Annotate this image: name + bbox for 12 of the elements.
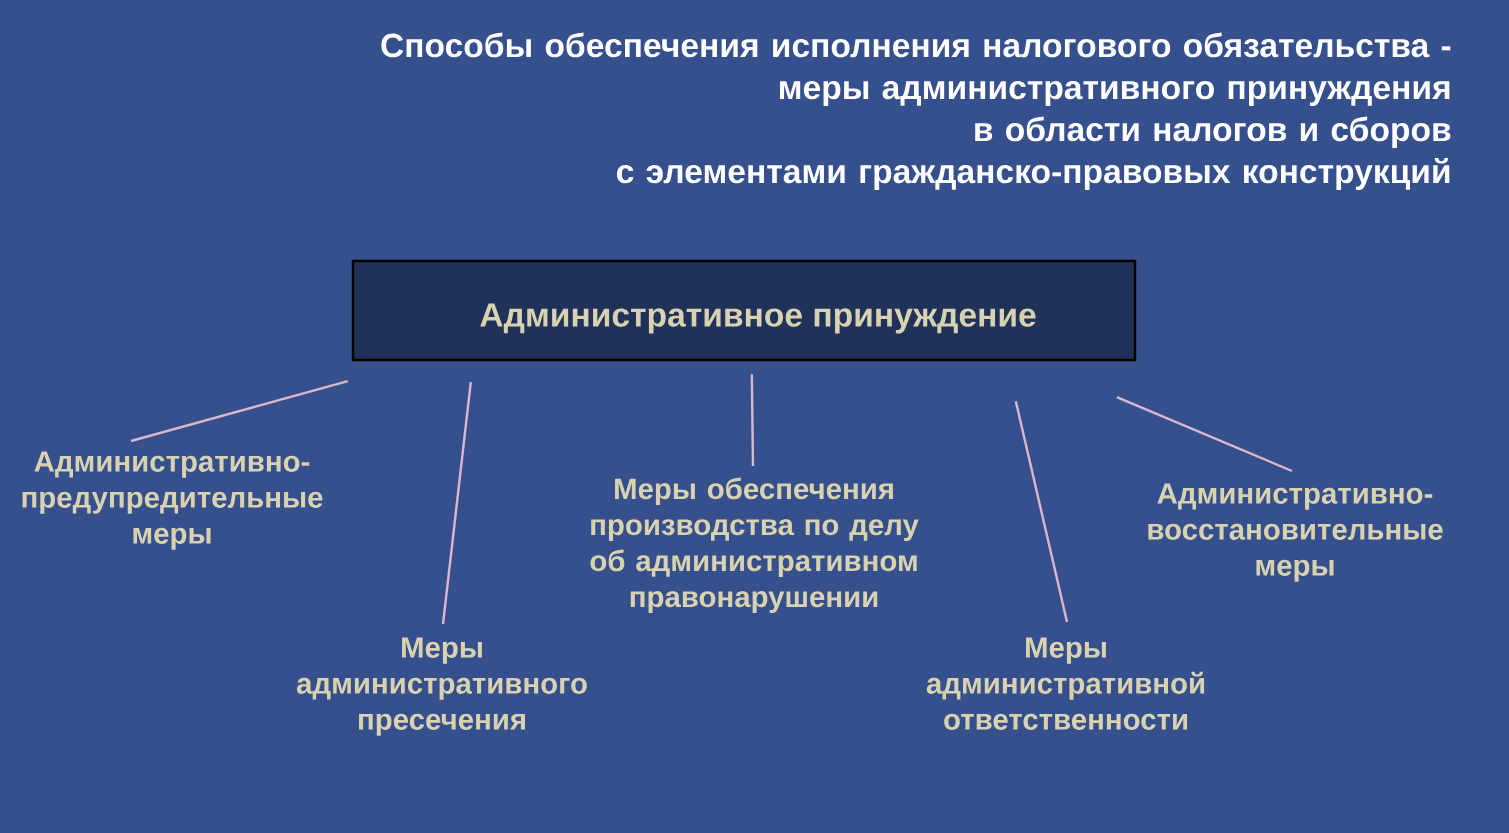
connector-line — [130, 380, 349, 443]
category-text: Меры административной ответственности — [926, 637, 1205, 730]
category-text: Меры административного пресечения — [296, 637, 587, 736]
category-text: Административно-восстановительные меры — [1148, 483, 1443, 582]
category-text: Административно-предупредительные меры — [22, 451, 323, 550]
heading-box: Административное принуждение — [351, 259, 1137, 362]
connector-line — [750, 374, 755, 466]
connector-line — [1116, 396, 1293, 473]
category-text: Меры обеспечения производства по делу об административном правонарушении — [590, 477, 919, 614]
connector-line — [1014, 400, 1069, 623]
connector-line — [441, 382, 472, 625]
title: Способы обеспечения исполнения налогового обязательства - меры административного принуждения в области налогов и сборов с элементами гражданско-правовых конструкций — [381, 32, 1451, 190]
